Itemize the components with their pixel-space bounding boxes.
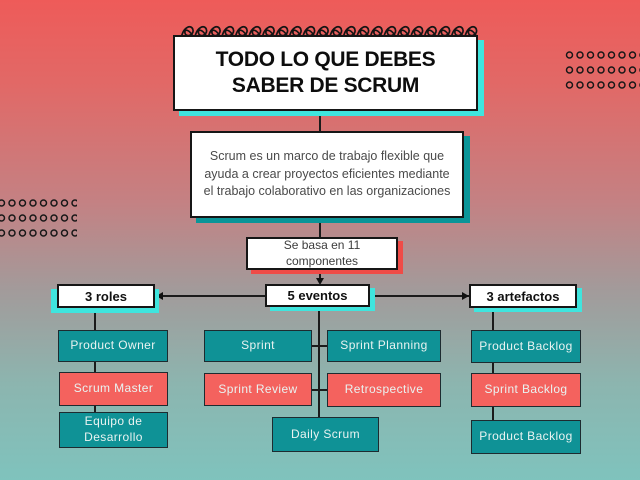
node-sprint: Sprint xyxy=(204,330,312,362)
intro-text-box: Scrum es un marco de trabajo flexible qu… xyxy=(190,131,464,218)
connector-eventos-artefactos xyxy=(370,295,469,297)
branch-header-artefactos: 3 artefactos xyxy=(469,284,577,308)
node-equipo-desarrollo: Equipo de Desarrollo xyxy=(59,412,168,448)
connector-basis-eventos xyxy=(319,269,321,281)
node-daily-scrum: Daily Scrum xyxy=(272,417,379,452)
arrowhead-right-icon xyxy=(462,292,469,300)
connector-intro-basis xyxy=(319,217,321,238)
connector-review-retrospective xyxy=(312,389,327,391)
arrowhead-left-icon xyxy=(156,292,163,300)
node-product-owner: Product Owner xyxy=(58,330,168,362)
dots-pattern-left xyxy=(0,198,77,242)
branch-header-eventos: 5 eventos xyxy=(265,284,370,307)
node-scrum-master: Scrum Master xyxy=(59,372,168,406)
dots-pattern-right xyxy=(565,50,640,94)
basis-text-box: Se basa en 11 componentes xyxy=(246,237,398,270)
node-sprint-review: Sprint Review xyxy=(204,373,312,406)
connector-title-intro xyxy=(319,111,321,132)
arrowhead-down-icon xyxy=(316,278,324,285)
connector-sprint-planning xyxy=(312,345,327,347)
node-sprint-planning: Sprint Planning xyxy=(327,330,441,362)
node-product-backlog-2: Product Backlog xyxy=(471,420,581,454)
connector-eventos-roles xyxy=(157,295,266,297)
branch-header-roles: 3 roles xyxy=(57,284,155,308)
node-product-backlog-1: Product Backlog xyxy=(471,330,581,363)
connector-artefactos-column xyxy=(492,308,494,421)
main-title: TODO LO QUE DEBES SABER DE SCRUM xyxy=(173,35,478,111)
node-sprint-backlog: Sprint Backlog xyxy=(471,373,581,407)
node-retrospective: Retrospective xyxy=(327,373,441,407)
connector-eventos-column xyxy=(318,307,320,418)
